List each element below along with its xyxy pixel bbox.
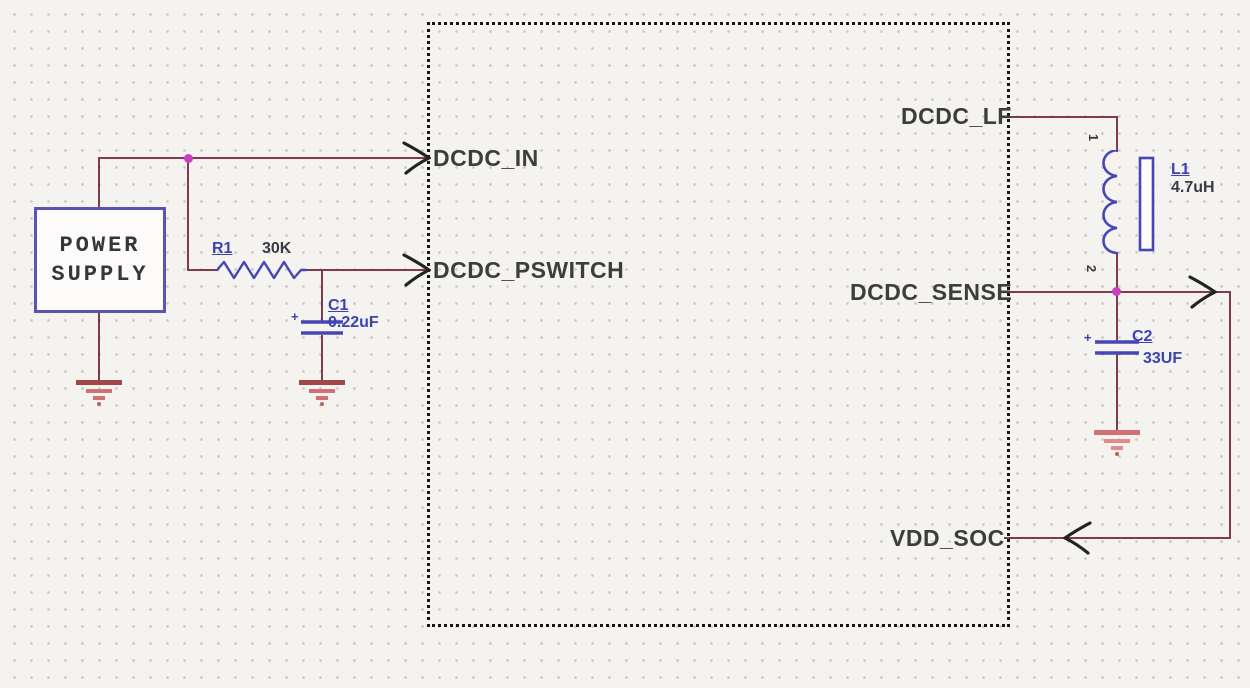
wire-ps-top-stub — [98, 157, 100, 207]
power-supply-block: POWER SUPPLY — [34, 207, 166, 313]
value-label-c1: 0.22uF — [328, 314, 379, 331]
junction-dot-input — [184, 154, 193, 163]
wire-ps-ground-stub — [98, 307, 100, 380]
ref-label-l1: L1 — [1171, 161, 1190, 178]
ref-label-c1: C1 — [328, 297, 349, 314]
ic-boundary-box — [427, 22, 1010, 627]
pin-label-dcdc-pswitch: DCDC_PSWITCH — [433, 257, 625, 283]
wire-feedback-right-edge — [1229, 291, 1231, 539]
inductor-icon — [1102, 150, 1155, 254]
pin-label-dcdc-lf: DCDC_LF — [901, 103, 1012, 129]
value-label-c2: 33UF — [1143, 350, 1183, 367]
pin-arrow-icon-dcdc-pswitch — [402, 253, 431, 287]
junction-dot-sense — [1112, 287, 1121, 296]
ref-label-c2: C2 — [1132, 328, 1153, 345]
ref-label-r1: R1 — [212, 240, 233, 257]
pin-label-dcdc-sense: DCDC_SENSE — [850, 279, 1013, 305]
power-supply-label-line2: SUPPLY — [51, 262, 149, 287]
pin-number-l1-2: 2 — [1084, 264, 1100, 273]
power-supply-label-line1: POWER — [59, 233, 141, 258]
wire-vdd-soc — [1004, 537, 1231, 539]
ground-icon-ps — [76, 380, 122, 406]
capacitor-icon-c1 — [301, 320, 343, 335]
wire-c2-tap — [1116, 291, 1118, 343]
ground-icon-c1 — [299, 380, 345, 406]
pin-label-vdd-soc: VDD_SOC — [890, 525, 1005, 551]
capacitor-icon-c2 — [1095, 340, 1139, 355]
pin-arrow-icon-vdd-soc — [1063, 521, 1092, 555]
wire-junction-drop — [187, 157, 189, 271]
wire-dcdc-in — [98, 157, 430, 159]
wire-dcdc-lf — [1004, 116, 1118, 118]
value-label-r1: 30K — [262, 240, 292, 257]
pin-arrow-icon-dcdc-sense — [1188, 275, 1217, 309]
wire-c1-tap — [321, 269, 323, 322]
wire-dcdc-pswitch — [305, 269, 430, 271]
wire-l1-top-lead — [1116, 116, 1118, 152]
value-label-l1: 4.7uH — [1171, 179, 1215, 196]
wire-c1-ground-stub — [321, 335, 323, 380]
polarity-plus-c2: + — [1084, 330, 1092, 345]
ground-icon-c2 — [1094, 430, 1140, 456]
pin-label-dcdc-in: DCDC_IN — [433, 145, 539, 171]
wire-c2-ground-stub — [1116, 354, 1118, 430]
pin-arrow-icon-dcdc-in — [402, 141, 431, 175]
wire-r1-left-lead — [187, 269, 218, 271]
pin-number-l1-1: 1 — [1086, 133, 1102, 142]
wire-l1-bottom-lead — [1116, 253, 1118, 293]
polarity-plus-c1: + — [291, 309, 299, 324]
resistor-icon — [217, 260, 307, 280]
